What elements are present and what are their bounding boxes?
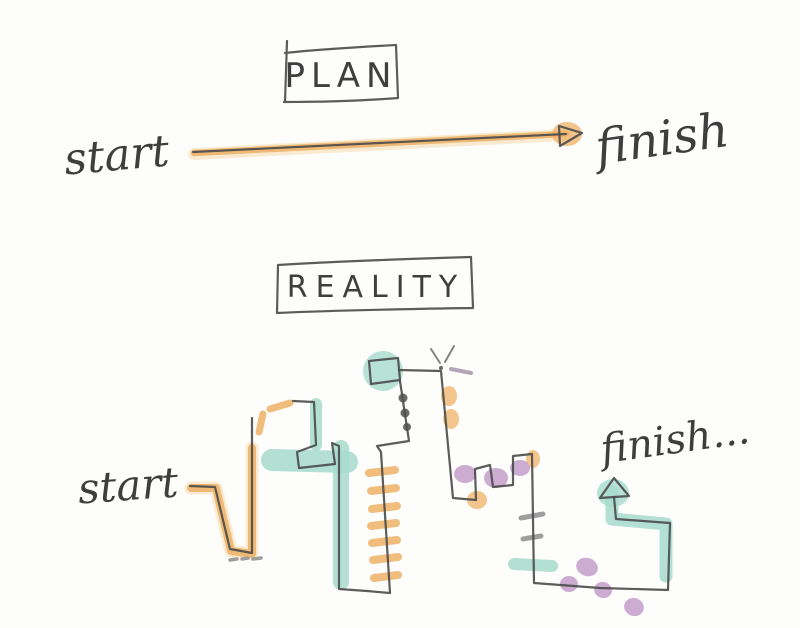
plan-arrow-head-icon bbox=[557, 124, 584, 148]
orange-rung bbox=[369, 553, 402, 564]
gray-dash bbox=[240, 556, 250, 561]
purple-dot bbox=[576, 557, 598, 577]
plan-title-box bbox=[282, 39, 400, 104]
purple-dot bbox=[510, 460, 530, 476]
finish-arrow-head-icon bbox=[598, 476, 631, 500]
purple-dot bbox=[624, 597, 644, 617]
reality-title-box bbox=[275, 255, 475, 315]
path-dot bbox=[400, 408, 410, 418]
path-start-dip bbox=[188, 416, 254, 555]
plan-title: PLAN bbox=[285, 56, 398, 96]
orange-dot bbox=[441, 386, 457, 406]
purple-dot bbox=[454, 465, 476, 483]
orange-highlight-dash-top bbox=[266, 399, 294, 413]
path-small-rectangle bbox=[367, 356, 402, 386]
plan-start-label: start bbox=[62, 126, 172, 186]
plan-arrow-line bbox=[191, 132, 568, 154]
sparkle-dash bbox=[449, 367, 473, 375]
gray-dash bbox=[228, 557, 239, 562]
sparkle-line bbox=[430, 348, 441, 364]
reality-title: REALITY bbox=[287, 270, 466, 305]
plan-arrow bbox=[188, 122, 584, 160]
sparkle-icon bbox=[430, 345, 473, 375]
path-middle-loop bbox=[291, 379, 411, 595]
orange-rung bbox=[368, 536, 401, 547]
path-dot bbox=[398, 393, 408, 403]
purple-dot bbox=[560, 576, 578, 592]
orange-rung bbox=[367, 519, 400, 530]
orange-highlight-dash-vertical bbox=[255, 410, 267, 436]
hash-tick bbox=[520, 533, 544, 542]
path-dot bbox=[403, 423, 411, 431]
gray-dash bbox=[251, 556, 263, 561]
sparkle-line bbox=[444, 345, 455, 363]
reality-start-label: start bbox=[76, 458, 180, 514]
path-right-run bbox=[397, 368, 672, 592]
reality-path bbox=[188, 345, 672, 595]
sparkle-dot bbox=[439, 366, 443, 370]
purple-dot bbox=[594, 581, 612, 599]
orange-rung bbox=[370, 571, 402, 582]
